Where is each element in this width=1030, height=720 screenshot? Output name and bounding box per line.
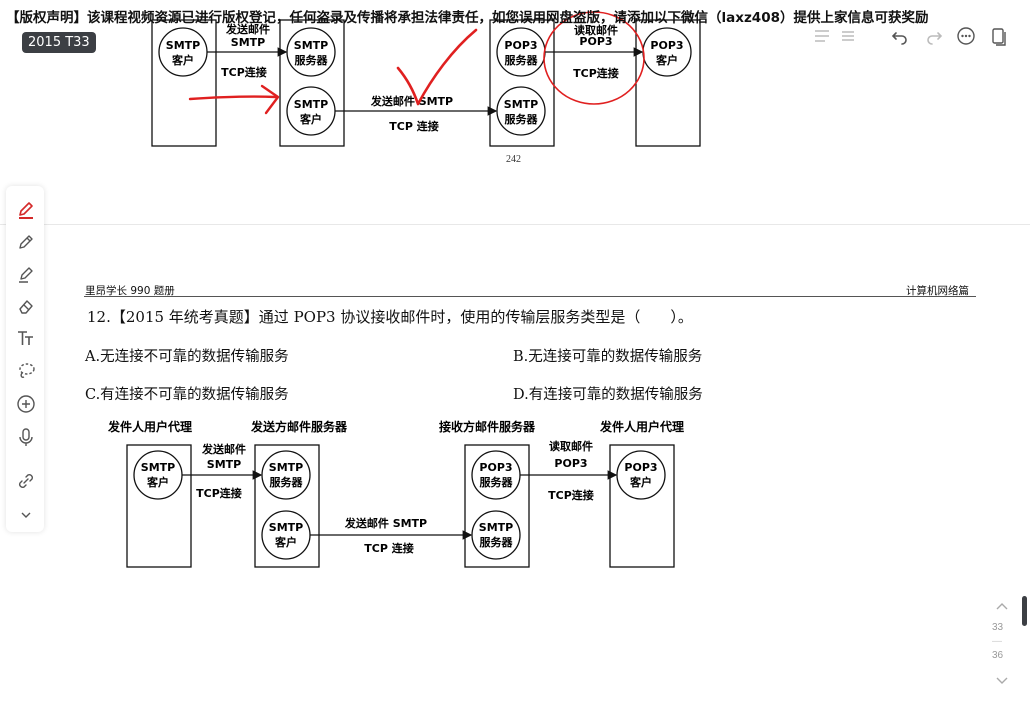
svg-text:服务器: 服务器 [480, 535, 514, 549]
undo-icon[interactable] [890, 26, 912, 46]
svg-text:SMTP: SMTP [269, 521, 303, 534]
svg-text:发送邮件: 发送邮件 [225, 22, 270, 36]
prev-smtp-client-1: SMTP [166, 39, 200, 52]
svg-text:SMTP: SMTP [231, 36, 265, 49]
svg-text:SMTP: SMTP [504, 98, 538, 111]
receiver-agent-label: 发件人用户代理 [599, 419, 684, 434]
sender-agent-label: 发件人用户代理 [107, 419, 192, 434]
svg-text:客户: 客户 [274, 535, 297, 549]
question-stem: 12.【2015 年统考真题】通过 POP3 协议接收邮件时，使用的传输层服务类… [87, 308, 693, 326]
pages-icon[interactable] [988, 26, 1010, 46]
link-icon[interactable] [15, 470, 37, 492]
svg-text:POP3: POP3 [554, 457, 587, 470]
more-icon[interactable] [956, 26, 978, 46]
current-page: 33 [992, 622, 1004, 633]
svg-text:服务器: 服务器 [505, 53, 539, 67]
document-title: 2015 T33 [22, 32, 96, 53]
lasso-icon[interactable] [15, 360, 37, 382]
annotation-circle [543, 11, 645, 105]
svg-text:发送邮件: 发送邮件 [201, 442, 246, 456]
pen-icon[interactable] [15, 198, 37, 220]
svg-text:POP3: POP3 [504, 39, 537, 52]
option-d: D.有连接可靠的数据传输服务 [513, 387, 703, 403]
total-pages: 36 [992, 650, 1004, 661]
add-icon[interactable] [15, 393, 37, 415]
svg-text:发送邮件 SMTP: 发送邮件 SMTP [344, 516, 427, 530]
list-icon[interactable] [838, 26, 860, 46]
svg-text:客户: 客户 [655, 53, 678, 67]
text-tool-icon[interactable] [15, 327, 37, 349]
svg-text:客户: 客户 [146, 475, 169, 489]
svg-text:读取邮件: 读取邮件 [549, 439, 593, 453]
svg-text:服务器: 服务器 [270, 475, 304, 489]
svg-text:SMTP: SMTP [294, 39, 328, 52]
svg-text:客户: 客户 [171, 53, 194, 67]
page-up-icon[interactable] [994, 598, 1010, 612]
svg-text:SMTP: SMTP [479, 521, 513, 534]
svg-text:服务器: 服务器 [480, 475, 514, 489]
page-header-left: 里昂学长 990 题册 [85, 285, 175, 297]
svg-text:SMTP: SMTP [207, 458, 241, 471]
page-down-icon[interactable] [994, 673, 1010, 687]
email-protocol-diagram: 发件人用户代理 发送方邮件服务器 接收方邮件服务器 发件人用户代理 SMTP 客… [107, 419, 684, 568]
svg-text:TCP连接: TCP连接 [221, 65, 267, 79]
sender-server-label: 发送方邮件服务器 [250, 419, 348, 434]
annotation-toolbar [6, 186, 44, 532]
svg-text:SMTP: SMTP [269, 461, 303, 474]
option-b: B.无连接可靠的数据传输服务 [513, 349, 703, 365]
prev-page-number: 242 [506, 154, 521, 165]
svg-text:POP3: POP3 [650, 39, 683, 52]
pencil-icon[interactable] [15, 231, 37, 253]
annotation-checkmark [396, 28, 478, 106]
annotation-arrow-stroke [188, 95, 278, 101]
prev-page-diagram: SMTP 客户 SMTP 服务器 SMTP 客户 POP3 服务器 SMTP 服… [151, 11, 701, 147]
svg-text:TCP连接: TCP连接 [196, 486, 242, 500]
svg-text:POP3: POP3 [479, 461, 512, 474]
receiver-server-label: 接收方邮件服务器 [439, 419, 536, 434]
reading-mode-icon[interactable] [812, 26, 834, 46]
svg-text:客户: 客户 [629, 475, 652, 489]
option-a: A.无连接不可靠的数据传输服务 [85, 349, 289, 365]
svg-text:TCP连接: TCP连接 [548, 488, 594, 502]
highlighter-icon[interactable] [15, 263, 37, 285]
copyright-banner: 【版权声明】该课程视频资源已进行版权登记，任何盗录及传播将承担法律责任，如您误用… [6, 10, 929, 26]
svg-text:POP3: POP3 [624, 461, 657, 474]
option-c: C.有连接不可靠的数据传输服务 [85, 387, 289, 403]
chevron-down-icon[interactable] [15, 504, 37, 526]
microphone-icon[interactable] [15, 426, 37, 448]
svg-text:读取邮件: 读取邮件 [574, 23, 618, 37]
page-separator [0, 224, 1030, 225]
eraser-icon[interactable] [15, 295, 37, 317]
svg-text:服务器: 服务器 [505, 112, 539, 126]
svg-text:SMTP: SMTP [141, 461, 175, 474]
svg-text:POP3: POP3 [579, 35, 612, 48]
page-header-right: 计算机网络篇 [906, 285, 969, 297]
svg-text:TCP 连接: TCP 连接 [389, 119, 438, 133]
scrollbar-thumb[interactable] [1022, 596, 1027, 626]
svg-text:TCP连接: TCP连接 [573, 66, 619, 80]
svg-text:客户: 客户 [299, 112, 322, 126]
svg-text:SMTP: SMTP [294, 98, 328, 111]
svg-text:服务器: 服务器 [295, 53, 329, 67]
svg-text:TCP 连接: TCP 连接 [364, 541, 413, 555]
annotation-arrow-head [260, 84, 280, 115]
header-rule [84, 296, 976, 297]
redo-icon[interactable] [924, 26, 946, 46]
svg-text:发送邮件 SMTP: 发送邮件 SMTP [370, 94, 453, 108]
